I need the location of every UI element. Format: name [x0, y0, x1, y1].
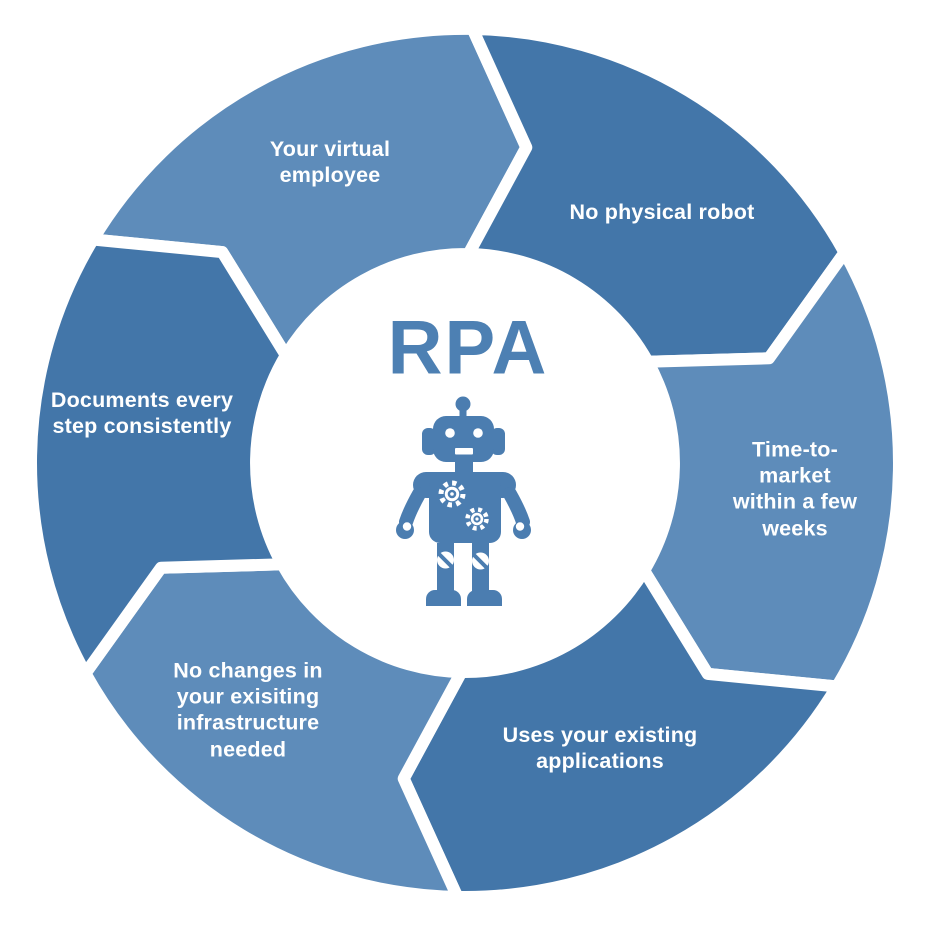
gear-icon-small: [465, 507, 489, 531]
robot-hand-left-grip: [402, 522, 412, 531]
segment-your-virtual-employee: [87, 22, 533, 362]
robot-knee-band-left: [437, 551, 454, 569]
robot-antenna-stem: [459, 408, 467, 420]
robot-arm-left: [399, 487, 426, 529]
segment-label-time-to-market: Time-to-market within a few weeks: [732, 437, 858, 541]
diagram-title: RPA: [387, 305, 549, 391]
robot-antenna-ball: [455, 396, 471, 412]
segment-no-changes-infrastructure: [79, 558, 468, 903]
robot-head: [433, 416, 494, 462]
robot-knee-band-right: [472, 552, 489, 570]
robot-eye-left: [445, 428, 455, 438]
robot-ear-left: [422, 428, 436, 455]
robot-hand-right-grip: [515, 522, 525, 531]
robot-eye-right: [473, 428, 483, 438]
segment-label-no-changes-infrastructure: No changes in your exisiting infrastruct…: [173, 658, 323, 762]
gear-icon-large: [438, 480, 466, 508]
robot-foot-right: [467, 590, 502, 606]
robot-ear-right: [491, 428, 505, 455]
segment-label-uses-existing-applications: Uses your existing applications: [502, 722, 698, 773]
segment-label-no-physical-robot: No physical robot: [569, 199, 755, 224]
robot-mouth: [455, 448, 473, 455]
robot-foot-left: [426, 590, 461, 606]
robot-torso: [429, 475, 501, 543]
robot-neck: [455, 460, 473, 474]
segment-time-to-market: [638, 246, 905, 693]
segment-uses-existing-applications: [397, 564, 843, 903]
robot-arm-right: [503, 487, 530, 529]
robot-icon: [396, 396, 531, 606]
segment-label-documents-every-step: Documents every step consistently: [50, 387, 234, 438]
segment-no-physical-robot: [462, 22, 851, 368]
segment-documents-every-step: [25, 233, 292, 680]
segment-label-your-virtual-employee: Your virtual employee: [269, 136, 391, 187]
